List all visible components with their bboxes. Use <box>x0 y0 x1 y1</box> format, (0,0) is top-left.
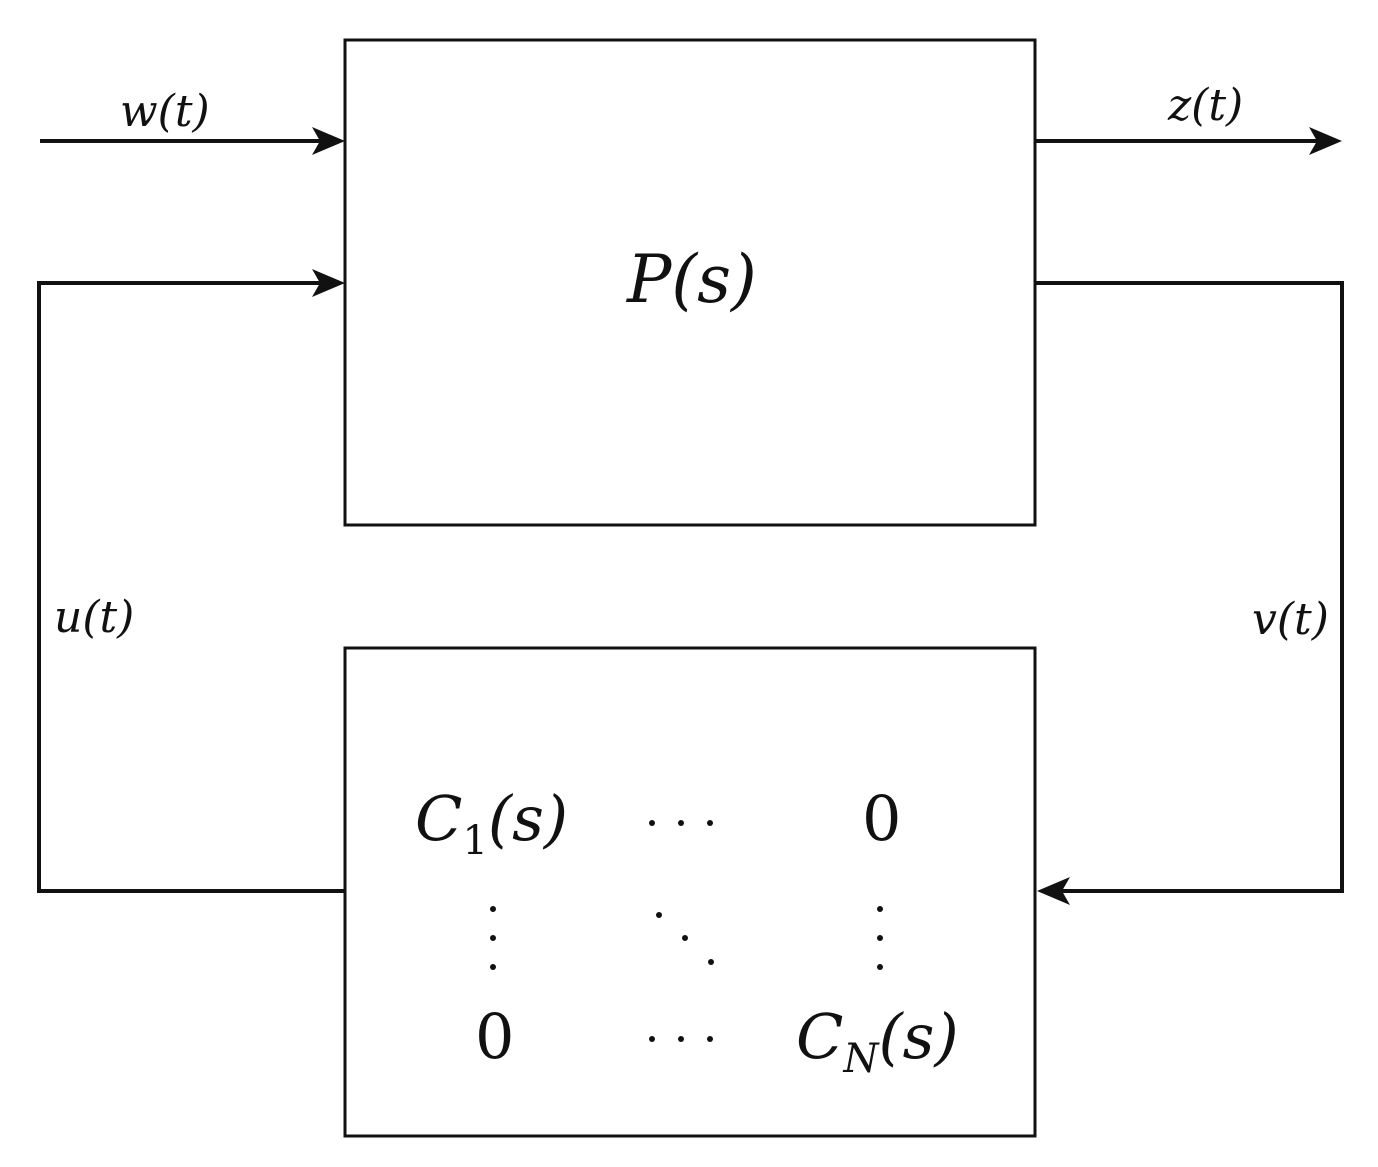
vdots-right <box>877 906 883 970</box>
hdots-bottom <box>649 1036 713 1042</box>
c1-argument: (s) <box>488 782 568 855</box>
controller-entry-cn: CN(s) <box>796 1000 959 1082</box>
controller-entry-zero-bottom-left: 0 <box>475 1000 514 1073</box>
v-signal-line <box>1035 281 1344 893</box>
w-arrowhead-icon <box>312 127 345 155</box>
u-signal-line <box>37 281 345 893</box>
plant-label-symbol: P <box>626 241 673 318</box>
vdots-left <box>490 906 496 970</box>
controller-block <box>343 646 1037 1138</box>
cn-subscript: N <box>842 1036 880 1082</box>
u-arrowhead-icon <box>312 269 345 297</box>
ddots-diagonal <box>656 912 714 965</box>
plant-label-argument: (s) <box>671 241 756 318</box>
plant-block <box>343 38 1037 527</box>
hdots-top <box>649 820 713 826</box>
z-signal-label: z(t) <box>1167 80 1243 131</box>
v-arrowhead-icon <box>1037 877 1070 905</box>
v-signal-label: v(t) <box>1252 594 1329 645</box>
cn-symbol: C <box>796 1000 843 1073</box>
w-signal-label: w(t) <box>120 86 210 137</box>
plant-label: P(s) <box>626 241 757 318</box>
controller-entry-c1: C1(s) <box>415 782 568 864</box>
z-arrowhead-icon <box>1309 127 1342 155</box>
u-signal-label: u(t) <box>54 592 134 643</box>
c1-symbol: C <box>415 782 462 855</box>
cn-argument: (s) <box>878 1000 958 1073</box>
controller-entry-zero-top-right: 0 <box>862 782 901 855</box>
c1-subscript: 1 <box>462 818 487 864</box>
